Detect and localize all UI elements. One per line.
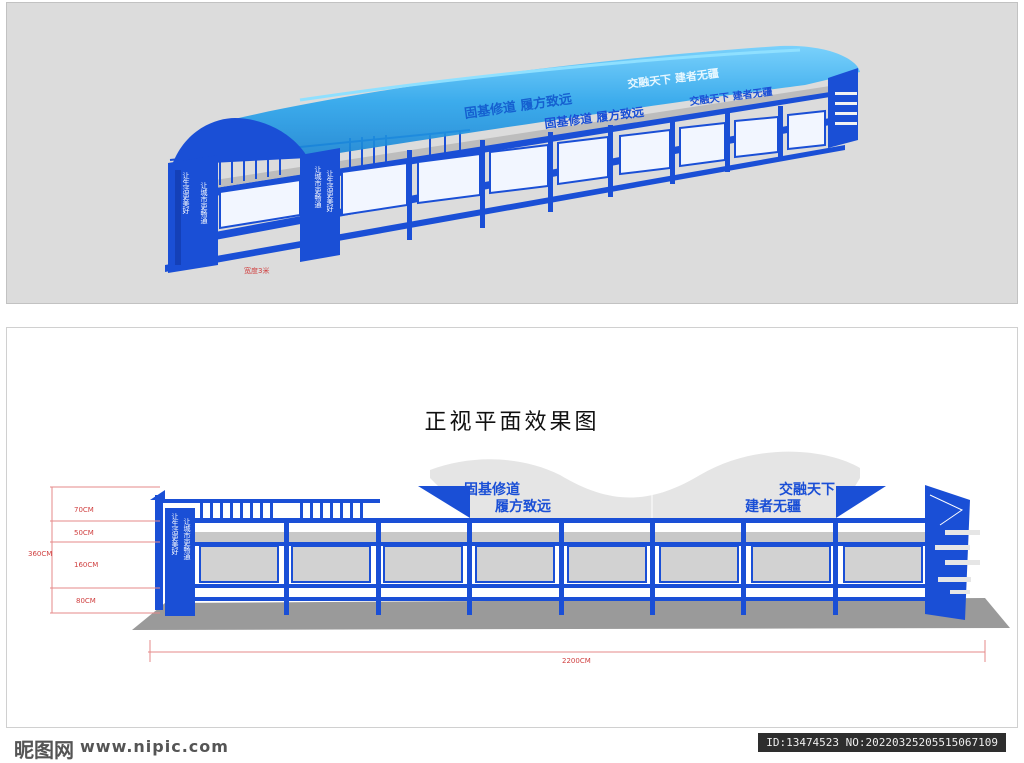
left-pillar-post (155, 495, 163, 610)
wave-right-line1: 交融天下 (779, 481, 835, 498)
post (559, 518, 564, 615)
dim-80: 80CM (76, 597, 96, 605)
top-fence-bars (200, 503, 363, 518)
post (741, 518, 746, 615)
roof-ridge (299, 48, 801, 102)
width-note: 宽度3米 (244, 266, 269, 275)
post (284, 518, 289, 615)
gray-beam (215, 86, 830, 188)
nipic-logo: 昵图网 (14, 738, 74, 762)
post (548, 132, 553, 212)
dim-160: 160CM (74, 561, 98, 569)
post (650, 518, 655, 615)
wave-sign (430, 451, 860, 518)
post (833, 518, 838, 615)
post (407, 150, 412, 240)
post (778, 106, 783, 158)
right-end-slats (935, 530, 980, 594)
wave-left-flag (418, 486, 470, 518)
lower-beam (165, 584, 925, 588)
dimension-lines (50, 486, 986, 662)
display-board (567, 545, 647, 583)
right-end-slats (835, 92, 857, 125)
display-board (659, 545, 739, 583)
left-pillar-cap (150, 490, 165, 500)
display-board (291, 545, 371, 583)
post (608, 125, 613, 197)
nipic-site: www.nipic.com (80, 737, 229, 756)
dim-70: 70CM (74, 506, 94, 514)
ground-base (132, 598, 1010, 630)
post (670, 118, 675, 184)
display-boards (199, 545, 923, 583)
dim-total-height: 360CM (28, 550, 52, 558)
top-fence-rail (160, 499, 380, 503)
posts (407, 106, 783, 240)
main-top-beam (165, 518, 925, 523)
pillar-text: 让城市更畅通 (200, 181, 208, 225)
display-board (383, 545, 463, 583)
post (480, 140, 485, 228)
gray-beam (165, 532, 925, 542)
roof-end-arch (172, 118, 308, 165)
display-board (751, 545, 831, 583)
wave-left-line2: 履方致远 (495, 498, 551, 515)
pillar-text: 让生活更美好 (182, 171, 190, 215)
wave-left-line1: 固基修道 (464, 481, 520, 498)
dim-total-width: 2200CM (562, 657, 591, 665)
left-pillar (165, 508, 195, 616)
arched-roof (222, 45, 860, 158)
pillar-text: 让城市更畅通 (183, 517, 191, 561)
post (725, 112, 730, 172)
beam-line (165, 542, 925, 546)
right-end-tower (925, 485, 970, 620)
pillar-text: 让生活更美好 (326, 169, 334, 213)
display-board (475, 545, 555, 583)
dim-50: 50CM (74, 529, 94, 537)
pillar-text: 让城市更畅通 (314, 165, 322, 209)
display-boards (219, 109, 826, 230)
wave-right-line2: 建者无疆 (745, 498, 801, 515)
post (467, 518, 472, 615)
bottom-beam (165, 597, 925, 601)
pillar-text: 让生活更美好 (171, 512, 179, 556)
left-pillar-inner (175, 170, 181, 265)
display-board (787, 109, 826, 151)
display-board (843, 545, 923, 583)
image-id: ID:13474523 NO:20220325205515067109 (758, 733, 1006, 752)
elevation-title: 正视平面效果图 (424, 410, 600, 435)
middle-pillar (300, 148, 340, 262)
post (376, 518, 381, 615)
wave-right-flag (836, 486, 886, 518)
display-board (199, 545, 279, 583)
perspective-drawing: 固基修道 履方致远 交融天下 建者无疆 固基修道 履方致远 交融天下 建者无疆 … (165, 45, 860, 275)
right-end-panel (828, 68, 858, 148)
posts (284, 518, 838, 615)
elevation-drawing: 固基修道 履方致远 交融天下 建者无疆 (28, 451, 1010, 665)
